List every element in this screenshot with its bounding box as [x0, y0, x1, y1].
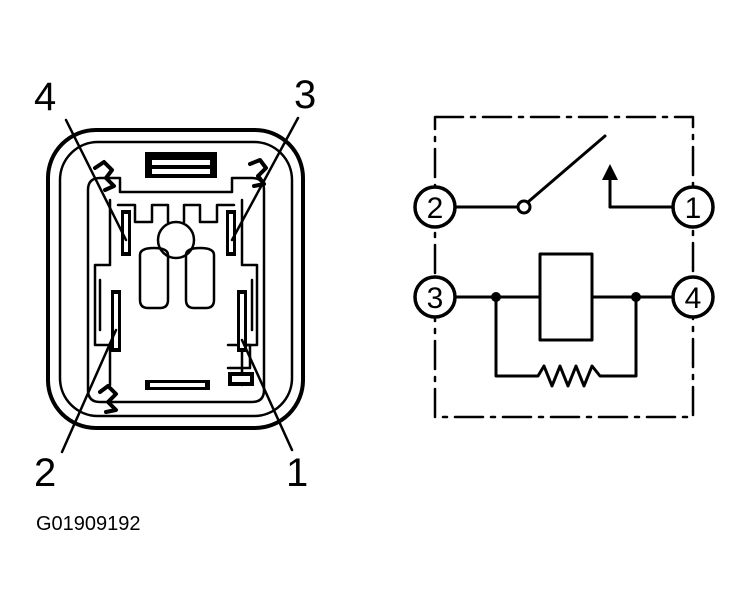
connector-label-3: 3 [294, 73, 316, 117]
connector-center-post [156, 220, 196, 260]
connector-label-1: 1 [286, 451, 308, 495]
connector-cavity-outline [86, 176, 266, 404]
svg-text:4: 4 [685, 282, 702, 315]
leader-line-3 [230, 116, 300, 242]
svg-text:1: 1 [685, 192, 702, 225]
connector-label-4: 4 [34, 75, 56, 119]
leader-line-1 [240, 338, 294, 452]
leader-line-2 [60, 328, 118, 454]
schematic-terminal-3: 3 [413, 275, 457, 319]
connector-housing-inner [58, 140, 294, 418]
relay-connector-view: 4 3 2 1 [34, 73, 316, 495]
connector-housing-outer [46, 128, 305, 430]
connector-clip-top-left [93, 160, 116, 192]
leader-line-4 [64, 118, 128, 242]
relay-coil [538, 252, 594, 342]
switch-pivot [516, 199, 532, 215]
schematic-boundary [433, 115, 695, 419]
switch-contact-arrow [602, 164, 618, 180]
figure-code: G01909192 [36, 513, 141, 535]
relay-schematic: 2 1 3 4 [413, 115, 715, 419]
parallel-resistor [494, 295, 638, 388]
svg-text:3: 3 [427, 282, 444, 315]
schematic-terminal-4: 4 [671, 275, 715, 319]
svg-text:2: 2 [427, 192, 444, 225]
connector-label-2: 2 [34, 451, 56, 495]
schematic-terminal-1: 1 [671, 185, 715, 229]
connector-clip-bottom-left [98, 384, 118, 414]
switch-contact-arm [526, 134, 607, 204]
schematic-terminal-2: 2 [413, 185, 457, 229]
